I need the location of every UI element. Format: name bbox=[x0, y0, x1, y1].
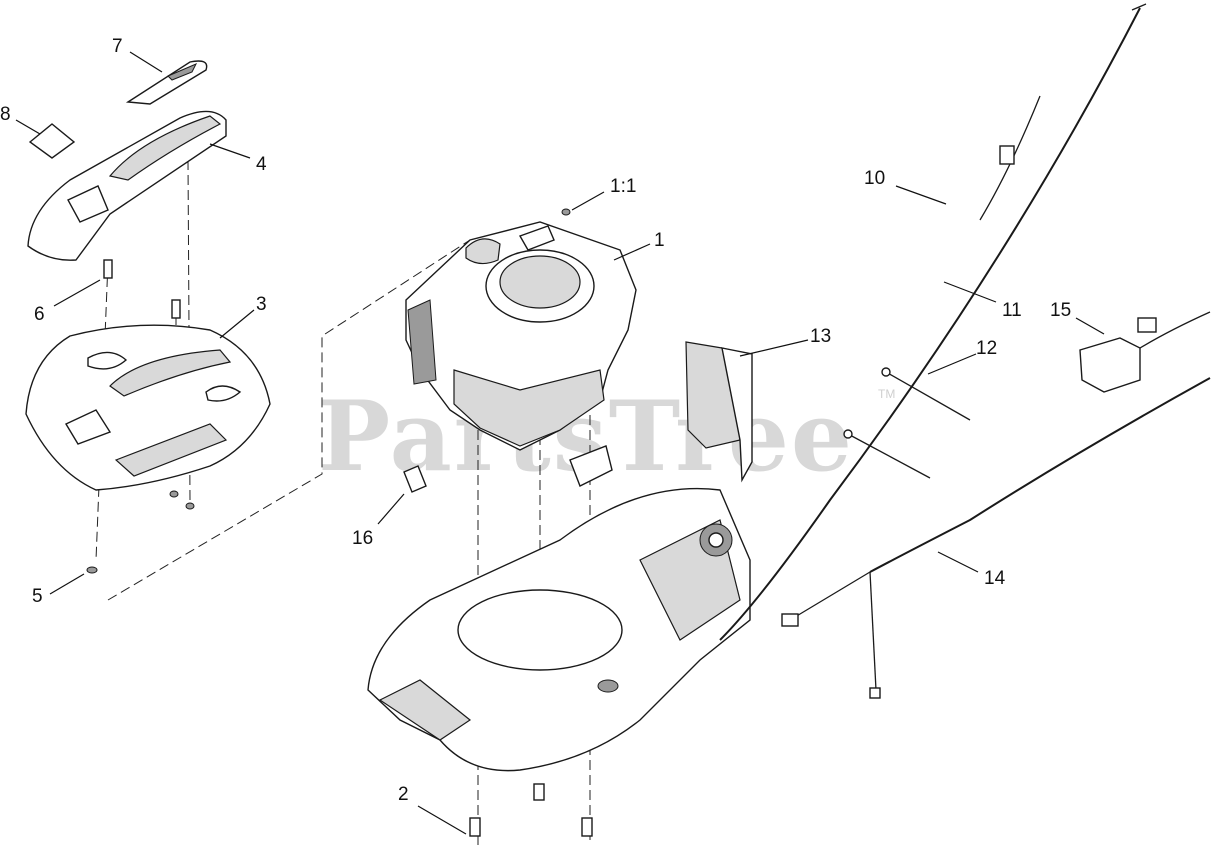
callout-7: 7 bbox=[112, 36, 123, 57]
part-16-bushing bbox=[403, 465, 427, 493]
callout-2: 2 bbox=[398, 784, 409, 805]
callout-13: 13 bbox=[810, 326, 831, 347]
part-1-engine bbox=[405, 221, 637, 451]
callout-4: 4 bbox=[256, 154, 267, 175]
callout-8: 8 bbox=[0, 104, 11, 125]
callout-5: 5 bbox=[32, 586, 43, 607]
callout-1: 1 bbox=[654, 230, 665, 251]
callout-15: 15 bbox=[1050, 300, 1071, 321]
callout-labels: 7 8 4 6 3 5 1:1 1 16 13 10 11 12 15 14 2 bbox=[0, 36, 1071, 805]
callout-12: 12 bbox=[976, 338, 997, 359]
part-4-top-cover bbox=[27, 110, 227, 261]
part-12-pins bbox=[843, 367, 971, 479]
part-3-engine-shroud bbox=[25, 324, 271, 491]
callout-16: 16 bbox=[352, 528, 373, 549]
watermark: PartsTree TM bbox=[318, 380, 895, 493]
callout-1-1: 1:1 bbox=[610, 176, 636, 197]
part-7-decal bbox=[125, 60, 208, 105]
part-1-1-screw bbox=[561, 208, 571, 216]
callout-14: 14 bbox=[984, 568, 1006, 589]
callout-10: 10 bbox=[864, 168, 885, 189]
callout-11: 11 bbox=[1002, 300, 1022, 321]
part-5-washers bbox=[86, 490, 195, 574]
part-13-bracket bbox=[685, 341, 753, 483]
callout-3: 3 bbox=[256, 294, 267, 315]
part-10-11-cables bbox=[719, 3, 1147, 641]
part-8-label bbox=[28, 123, 76, 159]
part-15-charger bbox=[1079, 311, 1211, 393]
watermark-trademark: TM bbox=[878, 387, 895, 401]
part-6-pin bbox=[103, 259, 181, 319]
part-2-bolts bbox=[469, 783, 593, 837]
mower-deck bbox=[367, 445, 751, 772]
callout-6: 6 bbox=[34, 304, 45, 325]
leader-lines bbox=[15, 51, 1105, 835]
part-14-wire-harness bbox=[781, 377, 1211, 699]
